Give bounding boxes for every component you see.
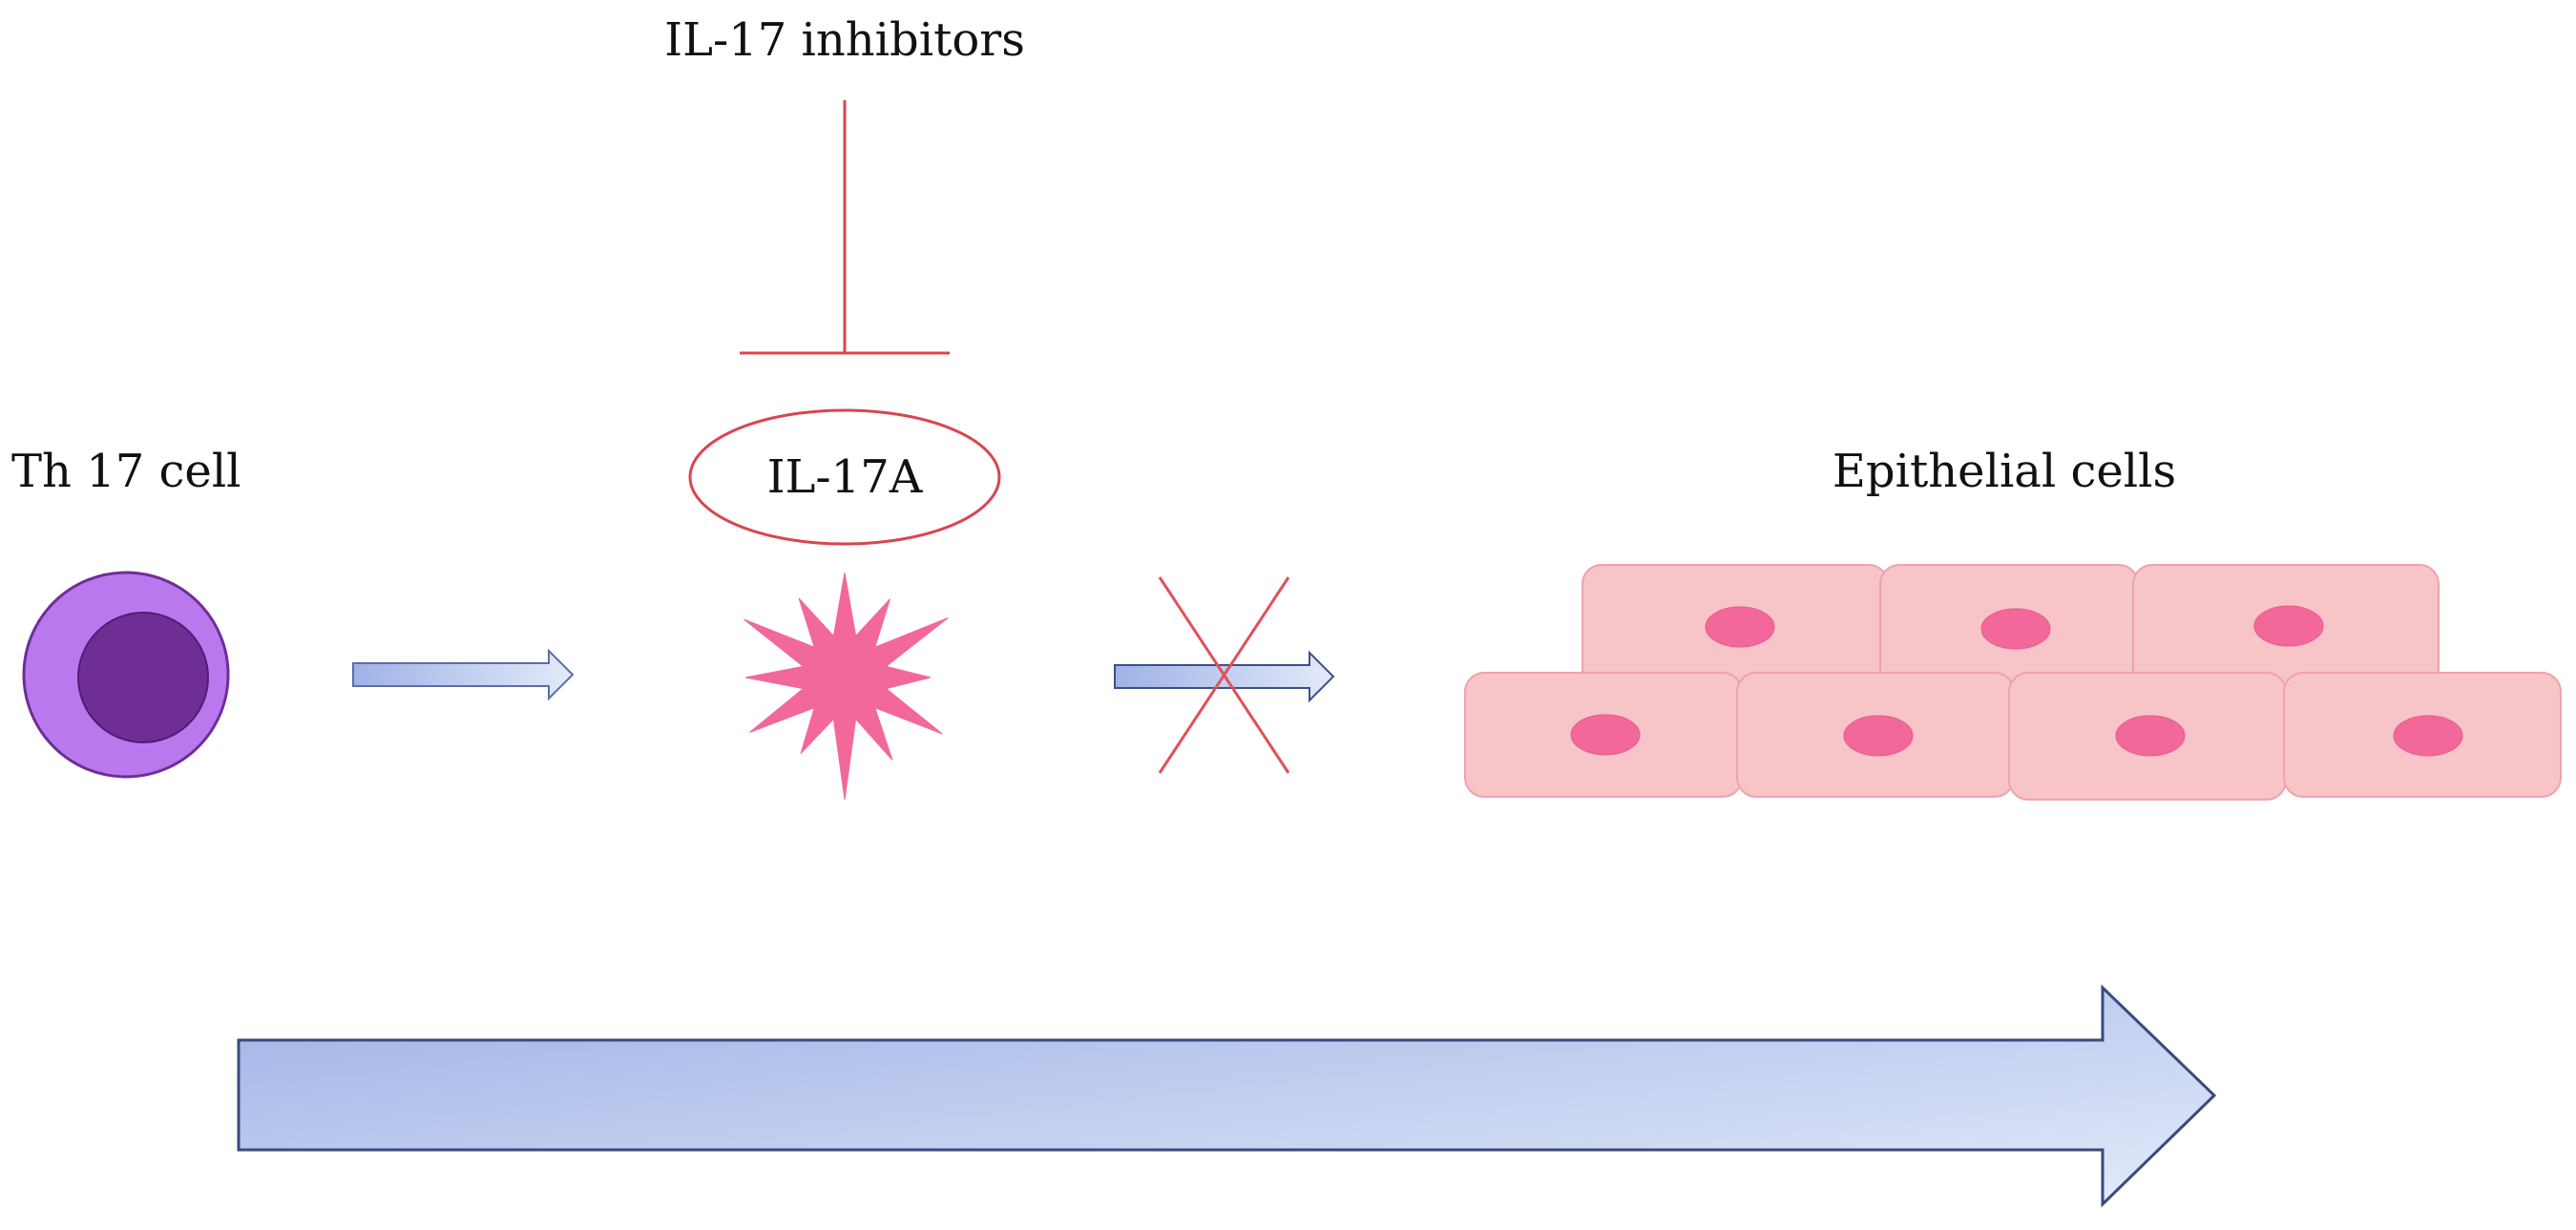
il17a-ellipse [688,408,1001,546]
blocked-x-icon [1158,576,1290,774]
il17a-label: IL-17A [767,450,924,504]
epithelial-label: Epithelial cells [1833,445,2176,498]
epithelial-cells-icon [1464,564,2562,801]
il17a-starburst-icon [743,572,949,801]
th17-label: Th 17 cell [11,445,241,498]
th17-cell-icon [22,571,230,779]
epithelial-nuclei [1570,605,2463,757]
secretion-arrow [352,648,575,701]
inhibition-bar-icon [740,100,950,355]
inhibitors-label: IL-17 inhibitors [664,13,1025,67]
pathway-arrow [237,984,2217,1208]
